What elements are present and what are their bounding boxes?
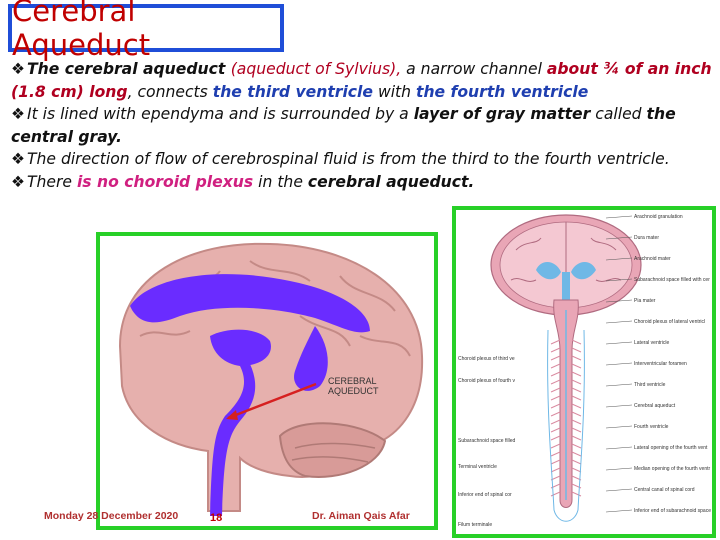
leader-line: [605, 278, 633, 282]
anatomy-label-right: Arachnoid granulation: [634, 214, 683, 220]
bullet-list: ❖The cerebral aqueduct (aqueduct of Sylv…: [11, 58, 715, 193]
lateral-ventricle-shape: [130, 274, 370, 333]
anatomy-label-left: Filum terminale: [458, 522, 492, 528]
anatomy-label-right: Dura mater: [634, 235, 659, 241]
bullet-text-segment: the fourth ventricle: [415, 82, 589, 101]
anatomy-label-right: Fourth ventricle: [634, 424, 669, 430]
leader-line: [605, 215, 633, 219]
anatomy-label-right: Central canal of spinal cord: [634, 487, 695, 493]
anatomy-label-left: Subarachnoid space filled: [458, 438, 515, 444]
bullet-text-segment: about ¾ of an inch (1.8 cm) long: [11, 60, 712, 101]
leader-line: [605, 383, 633, 387]
bullet-text-segment: cerebral aqueduct.: [307, 172, 475, 191]
leader-line: [605, 488, 633, 492]
leader-line: [605, 320, 633, 324]
temporal-horn-shape: [294, 326, 328, 391]
leader-line: [605, 257, 633, 261]
ventricle-diagram-figure: CEREBRAL AQUEDUCT: [96, 232, 438, 530]
title-box: Cerebral Aqueduct: [8, 0, 284, 62]
leader-line: [605, 299, 633, 303]
bullet-text-segment: (aqueduct of Sylvius),: [230, 60, 407, 78]
anatomy-label-right: Lateral opening of the fourth vent: [634, 445, 708, 451]
bullet-text-segment: is no choroid plexus: [76, 172, 254, 191]
diamond-dingbat-icon: ❖: [11, 150, 25, 168]
anatomy-label-right: Third ventricle: [634, 382, 666, 388]
bullet-text-segment: It is lined with ependyma and is surroun…: [26, 105, 414, 123]
bullet-item: ❖It is lined with ependyma and is surrou…: [11, 103, 715, 148]
anatomy-label-right: Choroid plexus of lateral ventricl: [634, 319, 705, 325]
cerebellum-shape: [278, 422, 387, 478]
bullet-text-segment: The direction of flow of cerebrospinal f…: [26, 150, 670, 168]
bullet-text-segment: , connects: [127, 82, 213, 101]
aqueduct-fourth-ventricle-shape: [210, 364, 256, 516]
anatomy-label-left: Terminal ventricle: [458, 464, 497, 470]
bullet-text-segment: the central gray.: [11, 105, 676, 146]
bullet-text-segment: with: [372, 82, 416, 101]
diamond-dingbat-icon: ❖: [11, 105, 25, 123]
anatomy-label-right: Lateral ventricle: [634, 340, 670, 346]
anatomy-label-right: Inferior end of subarachnoid space: [634, 508, 711, 514]
anatomy-label-right: Subarachnoid space filled with cer: [634, 277, 710, 283]
anatomy-label-right: Cerebral aqueduct: [634, 403, 676, 409]
leader-line: [605, 467, 633, 471]
anatomy-label-right: Pia mater: [634, 298, 656, 304]
anatomy-label-right: Interventricular foramen: [634, 361, 687, 367]
bullet-text-segment: in the: [253, 172, 308, 191]
bullet-text-segment: There: [26, 172, 77, 191]
leader-line: [605, 404, 633, 408]
bullet-text-segment: called: [590, 105, 647, 123]
aqueduct-label-line1: CEREBRAL: [328, 376, 377, 386]
bullet-item: ❖The direction of flow of cerebrospinal …: [11, 148, 715, 171]
slide-title: Cerebral Aqueduct: [12, 0, 151, 62]
leader-line: [605, 236, 633, 240]
bullet-text-segment: a narrow channel: [406, 60, 547, 78]
bullet-text-segment: layer of gray matter: [413, 105, 591, 123]
footer-author: Dr. Aiman Qais Afar: [312, 510, 410, 522]
anatomy-label-left: Choroid plexus of fourth v: [458, 378, 515, 384]
leader-line: [605, 362, 633, 366]
bullet-text-segment: the third ventricle: [212, 82, 373, 101]
bullet-item: ❖The cerebral aqueduct (aqueduct of Sylv…: [11, 58, 715, 103]
bullet-text-segment: The cerebral aqueduct: [26, 60, 231, 78]
anatomy-label-right: Arachnoid mater: [634, 256, 671, 262]
diamond-dingbat-icon: ❖: [11, 60, 25, 78]
anatomy-label-left: Inferior end of spinal cor: [458, 492, 512, 498]
leader-line: [605, 425, 633, 429]
footer-page-number: 18: [210, 512, 223, 524]
bullet-item: ❖There is no choroid plexus in the cereb…: [11, 171, 715, 194]
anatomy-label-left: Choroid plexus of third ve: [458, 356, 515, 362]
leader-line: [605, 446, 633, 450]
aqueduct-label-line2: AQUEDUCT: [328, 386, 379, 396]
anatomy-label-right: Median opening of the fourth ventr: [634, 466, 710, 472]
leader-line: [605, 509, 633, 513]
third-ventricle-shape: [210, 329, 271, 366]
diamond-dingbat-icon: ❖: [11, 172, 25, 191]
ventricle-diagram-svg: CEREBRAL AQUEDUCT: [118, 242, 424, 516]
footer-date: Monday 28 December 2020: [44, 510, 179, 522]
aqueduct-arrow: [227, 382, 317, 420]
leader-line: [605, 341, 633, 345]
